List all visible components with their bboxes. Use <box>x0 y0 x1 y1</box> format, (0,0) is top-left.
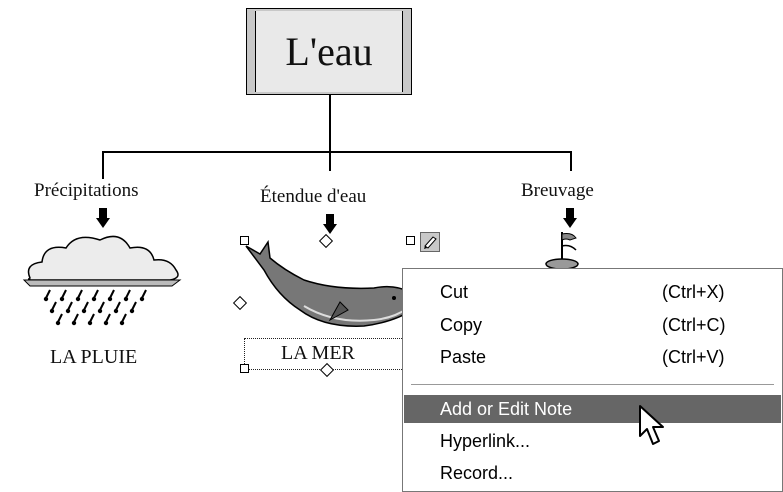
pin-icon <box>563 208 577 228</box>
whale-icon <box>245 240 413 327</box>
mouse-cursor-icon <box>639 405 664 445</box>
note-button[interactable] <box>420 232 440 252</box>
caption-la-mer[interactable]: LA MER <box>281 342 355 364</box>
menu-item-label: Add or Edit Note <box>440 399 573 419</box>
note-pen-icon <box>424 236 437 249</box>
menu-item-shortcut: (Ctrl+V) <box>662 347 725 367</box>
menu-item-paste[interactable]: Paste (Ctrl+V) <box>404 343 781 373</box>
node-label-breuvage[interactable]: Breuvage <box>521 180 594 201</box>
node-label-etendue[interactable]: Étendue d'eau <box>260 186 367 207</box>
pin-icon <box>96 208 110 228</box>
menu-item-label: Cut <box>440 282 469 302</box>
menu-separator <box>411 384 774 385</box>
pin-icon <box>323 214 337 234</box>
caption-la-pluie[interactable]: LA PLUIE <box>50 346 138 368</box>
menu-item-label: Hyperlink... <box>440 431 531 451</box>
resize-handle[interactable] <box>240 236 249 245</box>
menu-item-shortcut: (Ctrl+X) <box>662 282 725 302</box>
resize-handle[interactable] <box>240 364 249 373</box>
root-node-label: L'eau <box>255 11 403 92</box>
connector-right-drop <box>570 151 572 171</box>
menu-item-hyperlink[interactable]: Hyperlink... <box>404 427 781 457</box>
menu-item-record[interactable]: Record... <box>404 459 781 489</box>
menu-item-label: Paste <box>440 347 487 367</box>
menu-item-copy[interactable]: Copy (Ctrl+C) <box>404 311 781 341</box>
rain-cloud-icon <box>22 235 182 326</box>
node-label-precipitations[interactable]: Précipitations <box>34 180 139 201</box>
menu-item-shortcut: (Ctrl+C) <box>662 315 726 335</box>
connector-mid-drop <box>329 151 331 171</box>
drink-glass-icon <box>545 232 579 270</box>
menu-item-cut[interactable]: Cut (Ctrl+X) <box>404 278 781 308</box>
resize-handle[interactable] <box>406 236 415 245</box>
connector-horizontal <box>102 151 572 153</box>
menu-item-label: Copy <box>440 315 483 335</box>
connector-root-down <box>329 95 331 152</box>
connector-left-drop <box>102 151 104 179</box>
root-node[interactable]: L'eau <box>246 8 412 95</box>
menu-item-label: Record... <box>440 463 514 483</box>
menu-item-add-or-edit-note[interactable]: Add or Edit Note <box>404 395 781 423</box>
context-menu: Cut (Ctrl+X) Copy (Ctrl+C) Paste (Ctrl+V… <box>402 268 783 492</box>
